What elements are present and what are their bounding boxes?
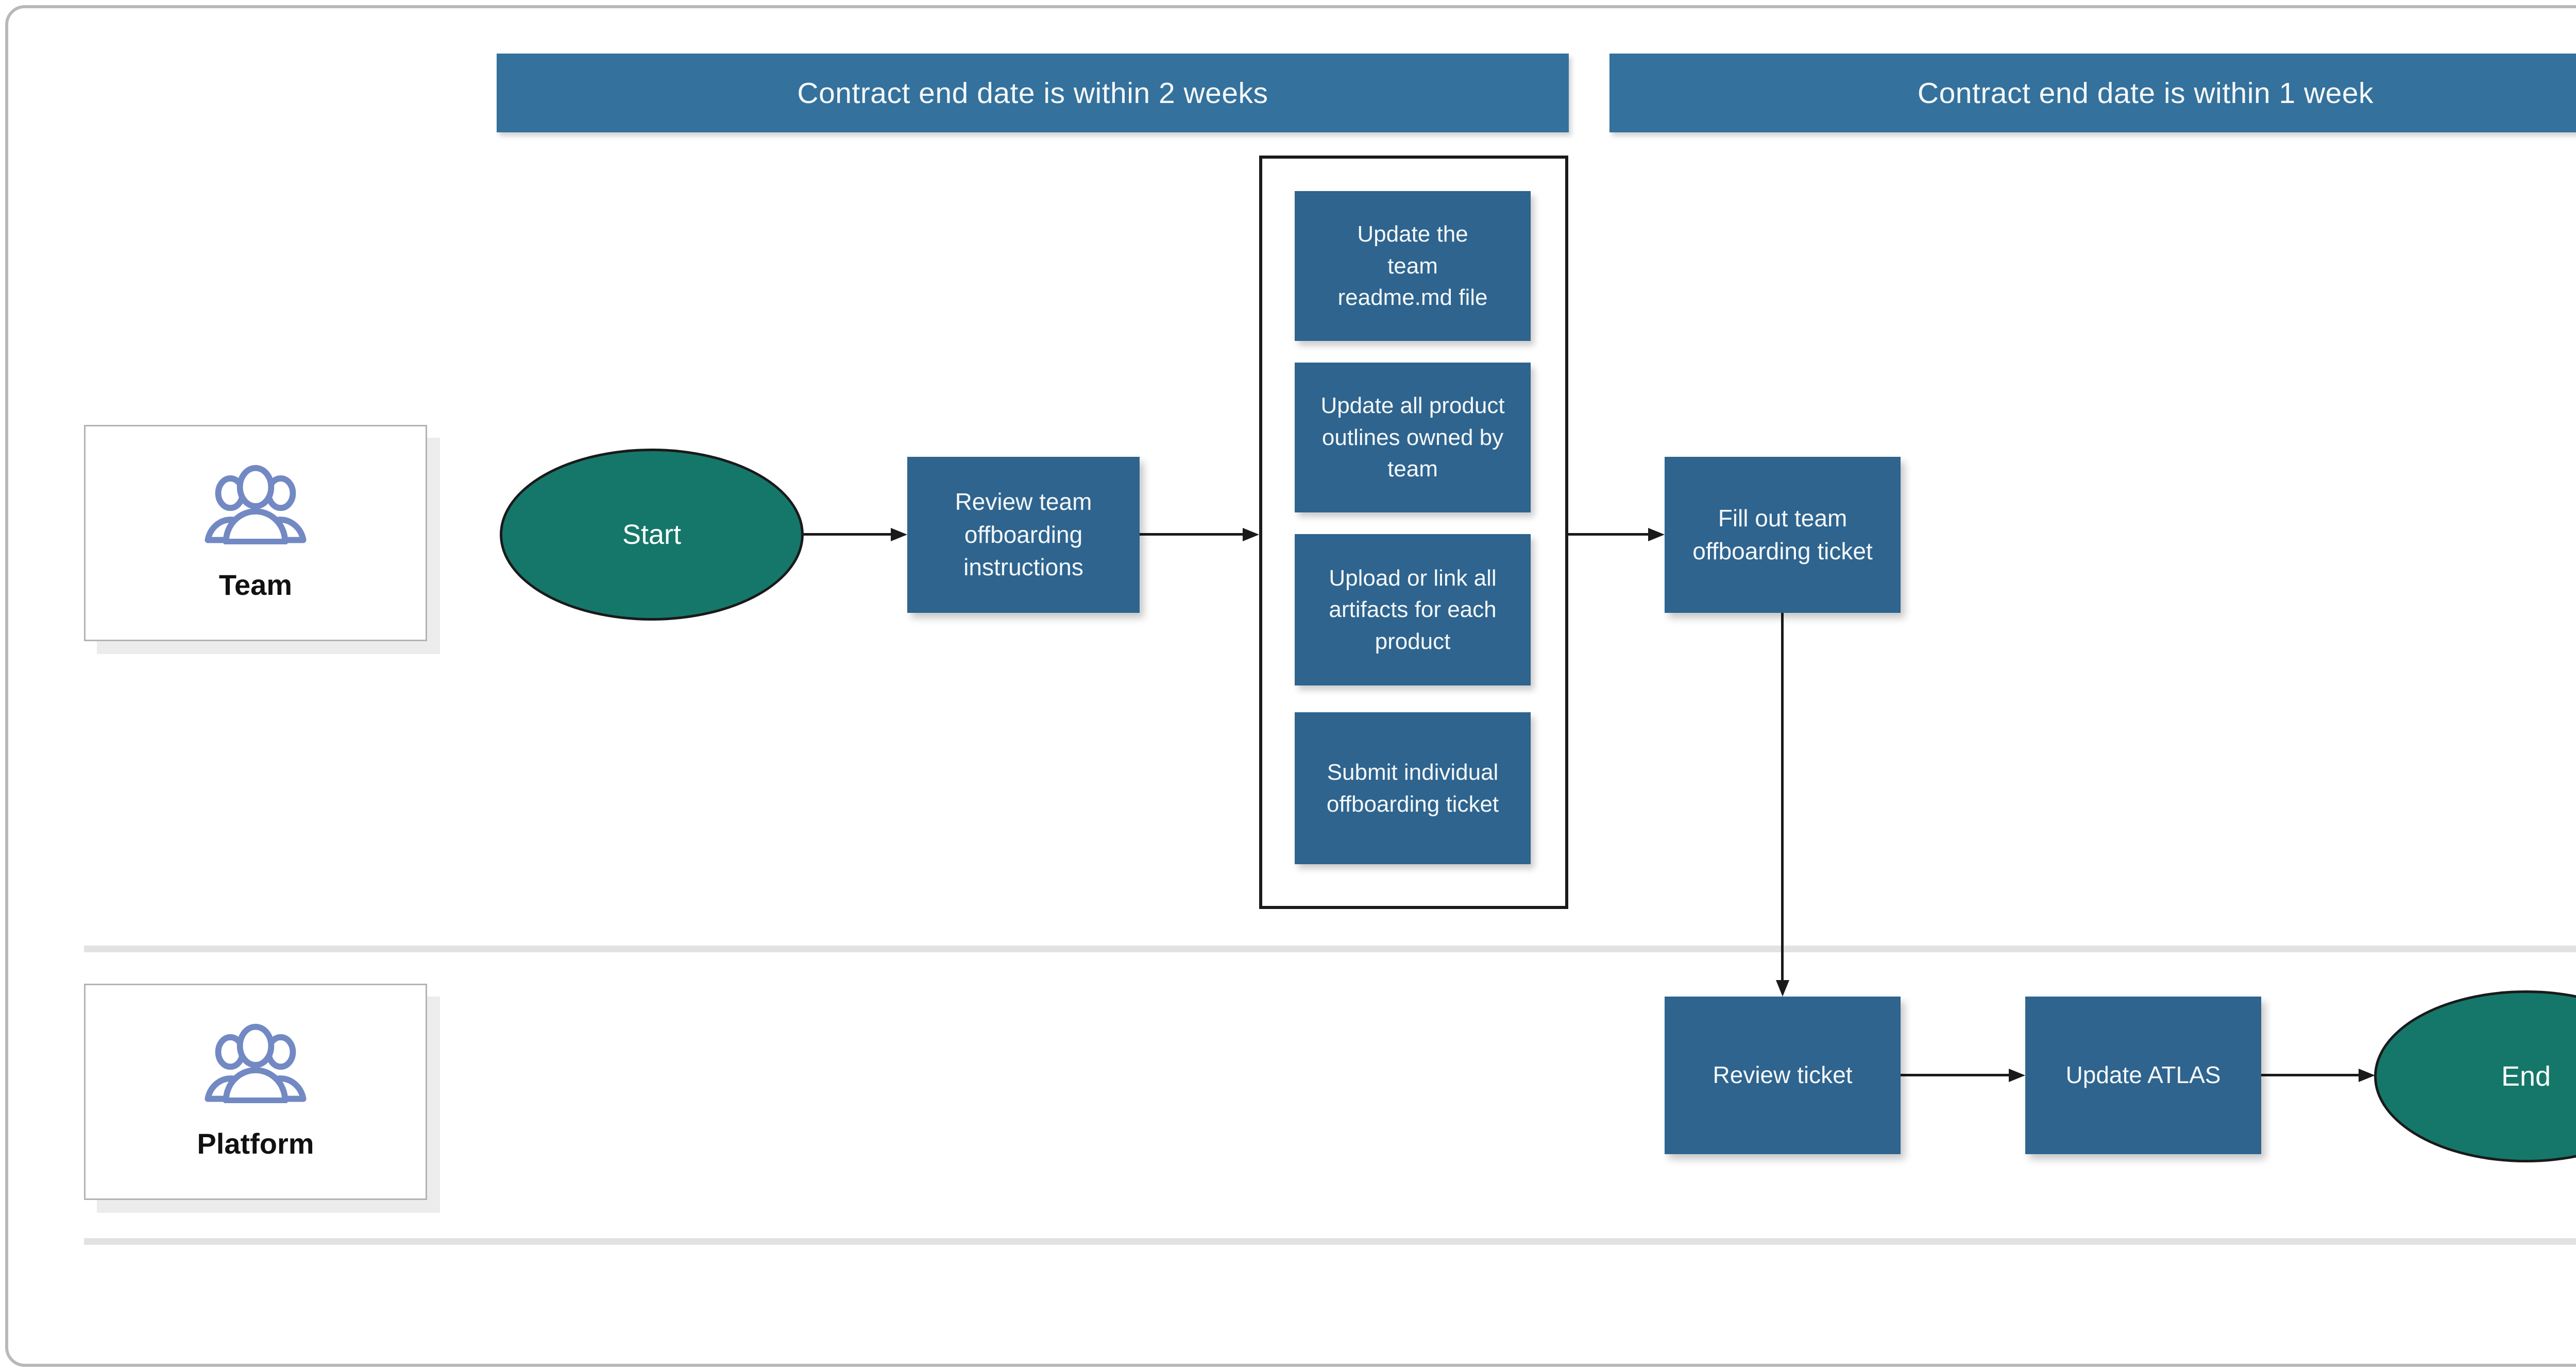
process-review-ticket: Review ticket [1665, 997, 1901, 1154]
lane-label-platform: Platform [197, 1127, 314, 1160]
lane-divider [84, 1238, 2576, 1245]
subtask-label: Submit individual offboarding ticket [1326, 759, 1499, 817]
start-terminator: Start [500, 449, 804, 621]
subtask-label: Upload or link all artifacts for each pr… [1329, 565, 1497, 654]
phase-bar-label: Contract end date is within 2 weeks [797, 76, 1268, 110]
arrowhead-icon [2009, 1069, 2025, 1082]
phase-bar-label: Contract end date is within 1 week [1917, 76, 2374, 110]
arrowhead-icon [891, 528, 907, 541]
arrow-atlas-to-end [2261, 1074, 2360, 1076]
process-fill-out-ticket: Fill out team offboarding ticket [1665, 457, 1901, 613]
end-label: End [2501, 1061, 2551, 1092]
arrow-start-to-review [804, 533, 892, 536]
process-update-atlas: Update ATLAS [2025, 997, 2261, 1154]
lane-card-team: Team [84, 425, 427, 641]
subtask-submit-ticket: Submit individual offboarding ticket [1295, 712, 1531, 864]
lane-divider [84, 946, 2576, 952]
arrow-review-ticket-to-atlas [1901, 1074, 2010, 1076]
people-icon [201, 1023, 310, 1103]
arrowhead-icon [1243, 528, 1259, 541]
arrow-subtasks-to-fill [1568, 533, 1649, 536]
arrowhead-icon [1648, 528, 1665, 541]
process-label: Fill out team offboarding ticket [1692, 505, 1873, 564]
subtask-upload-artifacts: Upload or link all artifacts for each pr… [1295, 534, 1531, 685]
process-label: Review ticket [1713, 1061, 1853, 1089]
subtask-label: Update the team readme.md file [1337, 221, 1488, 311]
lane-card-platform: Platform [84, 984, 427, 1200]
process-label: Review team offboarding instructions [955, 488, 1092, 581]
phase-bar-2-weeks: Contract end date is within 2 weeks [497, 54, 1569, 132]
lane-label-team: Team [218, 569, 293, 601]
phase-bar-1-week: Contract end date is within 1 week [1609, 54, 2576, 132]
subtask-label: Update all product outlines owned by tea… [1320, 393, 1505, 482]
process-label: Update ATLAS [2065, 1061, 2221, 1089]
people-icon [201, 465, 310, 544]
start-label: Start [622, 519, 682, 550]
process-review-instructions: Review team offboarding instructions [907, 457, 1140, 613]
arrow-review-to-subtasks [1140, 533, 1244, 536]
subtask-update-outlines: Update all product outlines owned by tea… [1295, 363, 1531, 512]
arrowhead-icon [1776, 980, 1789, 997]
arrow-fill-to-review-ticket [1781, 613, 1784, 981]
arrowhead-icon [2359, 1069, 2375, 1082]
subtask-update-readme: Update the team readme.md file [1295, 191, 1531, 341]
